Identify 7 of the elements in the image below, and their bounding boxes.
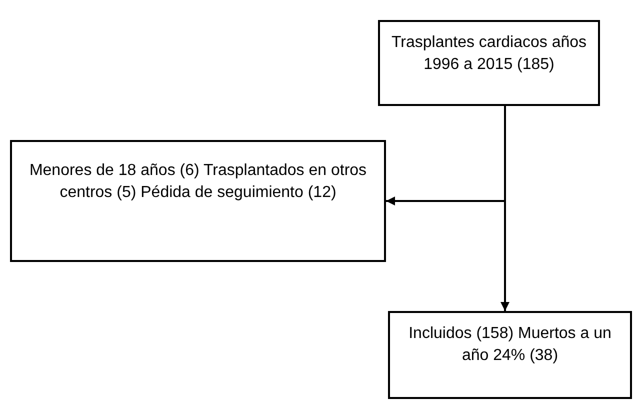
- process-box: [10, 140, 386, 262]
- process-box: [388, 311, 632, 399]
- box-text: Trasplantes cardiacos años 1996 a 2015 (185): [390, 33, 588, 76]
- process-box: [378, 20, 600, 106]
- box-text: Incluidos (158) Muertos a un año 24% (38): [408, 324, 612, 366]
- box-text: Menores de 18 años (6) Trasplantados en otros centros (5) Pédida de seguimiento (12): [28, 161, 368, 204]
- arrow: [500, 106, 510, 311]
